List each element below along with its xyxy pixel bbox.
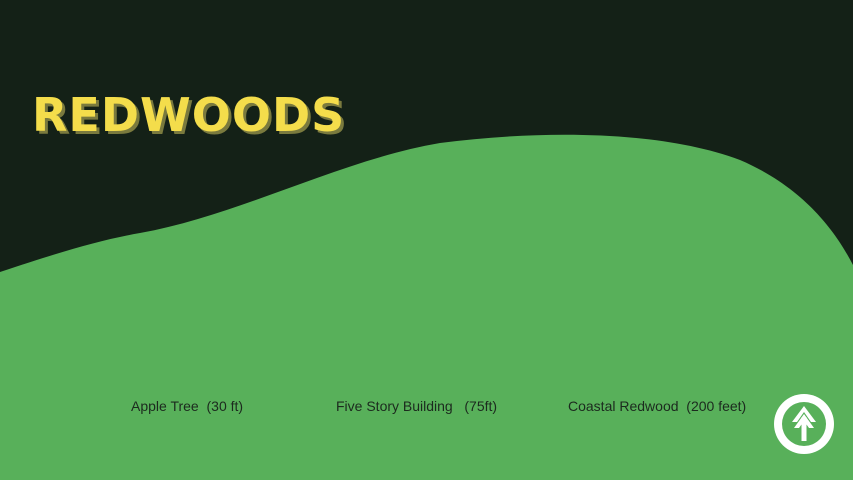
apple-tree-label: Apple Tree (30 ft) — [131, 398, 244, 414]
page-title: REDWOODS — [32, 88, 346, 142]
tree-arrow-icon — [774, 394, 834, 454]
coastal-redwood-label: Coastal Redwood (200 feet) — [568, 398, 747, 414]
five-story-building-label: Five Story Building (75ft) — [336, 398, 498, 414]
